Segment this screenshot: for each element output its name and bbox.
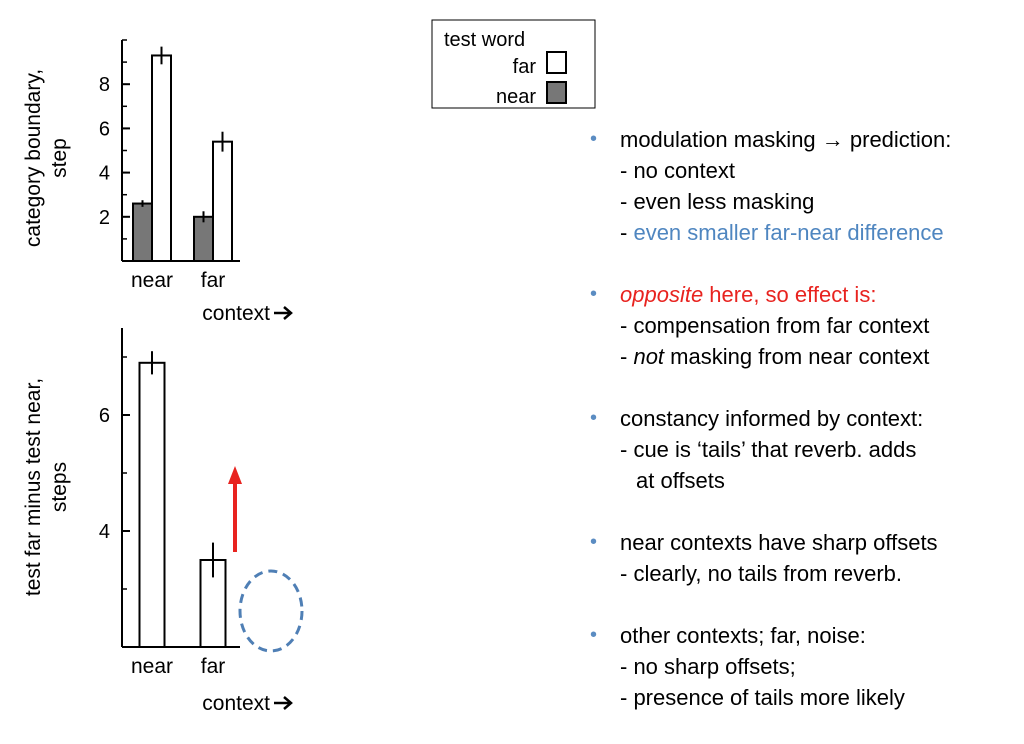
bullet-dot-icon: • xyxy=(590,283,598,305)
legend: test word far near xyxy=(431,19,596,109)
legend-box xyxy=(431,19,596,109)
legend-label-near: near xyxy=(496,86,536,108)
text-segment: even smaller far-near difference xyxy=(633,220,944,245)
bullet-dot-icon: • xyxy=(590,531,598,553)
bullet-line: opposite here, so effect is: xyxy=(620,279,1020,310)
legend-title: test word xyxy=(444,29,525,51)
bullet-line: - even less masking xyxy=(620,186,1020,217)
x-axis-arrow-head xyxy=(283,696,293,710)
bullet-line: near contexts have sharp offsets xyxy=(620,527,1020,558)
text-segment: - clearly, no tails from reverb. xyxy=(620,561,903,586)
text-segment: - no context xyxy=(620,158,735,183)
y-tick-label: 4 xyxy=(99,163,110,185)
bullet-item: • constancy informed by context: - cue is … xyxy=(590,403,1020,496)
text-segment: opposite xyxy=(620,282,704,307)
y-tick-label: 8 xyxy=(99,74,110,96)
text-segment: - compensation from far context xyxy=(620,313,930,338)
bullet-line: - presence of tails more likely xyxy=(620,682,1020,713)
x-tick-label-near: near xyxy=(131,269,173,292)
bullet-line: other contexts; far, noise: xyxy=(620,620,1020,651)
red-arrow-head xyxy=(228,466,242,484)
bullet-list: • modulation masking → prediction: - no co… xyxy=(590,124,1020,744)
text-segment: - even less masking xyxy=(620,189,815,214)
text-segment: - cue is ‘tails’ that reverb. adds xyxy=(620,437,917,462)
x-tick-label-far: far xyxy=(201,269,226,292)
bullet-line: constancy informed by context: xyxy=(620,403,1020,434)
text-segment: - xyxy=(620,344,634,369)
bullet-item: • opposite here, so effect is: - compensat… xyxy=(590,279,1020,372)
y-axis-label-line-2: step xyxy=(48,138,71,178)
annotation-dashed-ellipse xyxy=(238,569,304,653)
y-tick-label: 4 xyxy=(99,521,110,543)
bullet-dot-icon: • xyxy=(590,407,598,429)
x-tick-label-near: near xyxy=(131,655,173,678)
x-tick-label-far: far xyxy=(201,655,226,678)
text-segment: other contexts; far, noise: xyxy=(620,623,866,648)
bullet-line: - compensation from far context xyxy=(620,310,1020,341)
bullet-line: - no context xyxy=(620,155,1020,186)
bullet-line: - not masking from near context xyxy=(620,341,1020,372)
bar-far-near xyxy=(151,54,172,262)
bullet-line: - even smaller far-near difference xyxy=(620,217,1020,248)
chart-far-minus-near: 4 6 near far context test far minus test near… xyxy=(22,328,293,715)
bar-near-near xyxy=(132,202,153,262)
bullet-item: • other contexts; far, noise: - no sharp o… xyxy=(590,620,1020,713)
legend-swatch-near xyxy=(546,81,567,104)
x-axis-label: context xyxy=(202,302,270,325)
bullet-line: modulation masking → prediction: xyxy=(620,124,1020,155)
y-axis-label-line-1: test far minus test near, xyxy=(22,378,45,596)
text-segment: - presence of tails more likely xyxy=(620,685,905,710)
legend-swatch-far xyxy=(546,51,567,74)
y-axis-label-line-2: steps xyxy=(48,462,71,512)
legend-label-far: far xyxy=(513,56,537,78)
bullet-dot-icon: • xyxy=(590,128,598,150)
y-tick-label: 6 xyxy=(99,405,110,427)
bar-far-far xyxy=(212,140,233,262)
y-tick-label: 2 xyxy=(99,207,110,229)
annotation-red-arrow xyxy=(228,466,242,552)
bullet-line: - clearly, no tails from reverb. xyxy=(620,558,1020,589)
bullet-item: • near contexts have sharp offsets - clear… xyxy=(590,527,1020,589)
bullet-line: - no sharp offsets; xyxy=(620,651,1020,682)
y-tick-label: 6 xyxy=(99,118,110,140)
text-segment: masking from near context xyxy=(664,344,930,369)
text-segment: near contexts have sharp offsets xyxy=(620,530,938,555)
bullet-dot-icon: • xyxy=(590,624,598,646)
text-segment: here, so effect is: xyxy=(703,282,877,307)
y-axis-label-line-1: category boundary, xyxy=(22,69,45,247)
bar-value-near xyxy=(138,361,166,648)
bullet-line: - cue is ‘tails’ that reverb. adds xyxy=(620,434,1020,465)
text-segment: at offsets xyxy=(636,468,725,493)
text-segment: modulation masking → prediction: xyxy=(620,127,952,152)
text-segment: not xyxy=(633,344,665,369)
text-segment: constancy informed by context: xyxy=(620,406,924,431)
chart-category-boundary: 2 4 6 8 near far context category boundary,step xyxy=(22,39,293,325)
x-axis-label: context xyxy=(202,692,270,715)
bullet-item: • modulation masking → prediction: - no co… xyxy=(590,124,1020,248)
bar-near-far xyxy=(193,215,214,263)
x-axis-arrow-head xyxy=(283,306,293,320)
text-segment: - xyxy=(620,220,634,245)
bullet-line: at offsets xyxy=(620,465,1020,496)
text-segment: - no sharp offsets; xyxy=(620,654,796,679)
